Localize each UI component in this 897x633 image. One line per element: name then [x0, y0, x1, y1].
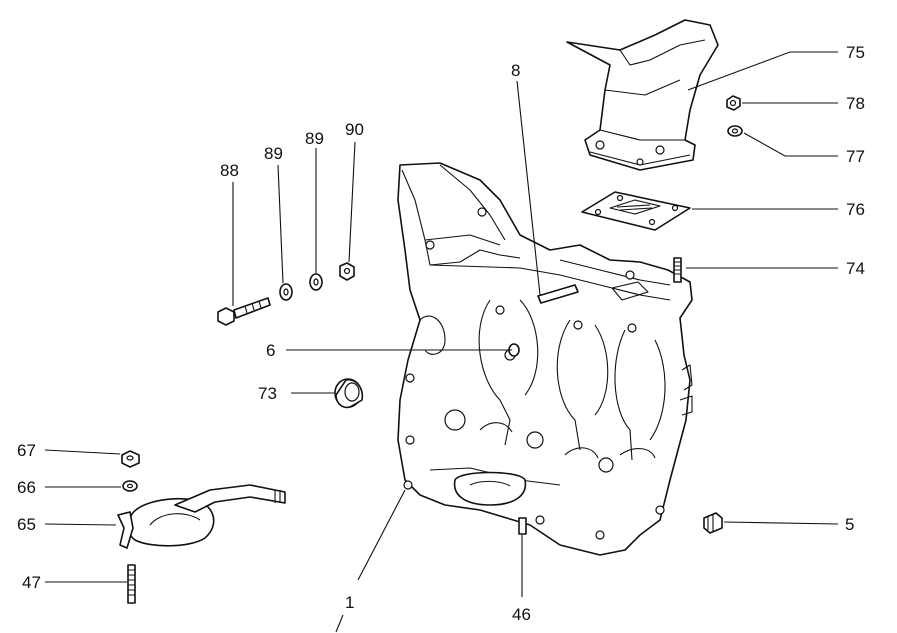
plug-5-part	[703, 512, 723, 534]
nut-90-part	[339, 262, 355, 281]
callout-47: 47	[22, 573, 41, 592]
nut-67-part	[121, 450, 140, 468]
callout-89b: 89	[305, 129, 324, 148]
callout-75: 75	[846, 43, 865, 62]
stud-47-part	[127, 564, 136, 604]
washer-66-part	[122, 480, 138, 492]
callout-73: 73	[258, 384, 277, 403]
oil-pickup-inner	[453, 471, 527, 506]
seal-73-part	[334, 378, 364, 409]
callout-66: 66	[17, 478, 36, 497]
callout-6: 6	[266, 341, 275, 360]
washer-89b-part	[309, 273, 323, 291]
stud-46-part	[518, 517, 527, 535]
washer-77-part	[727, 125, 743, 137]
callout-5: 5	[845, 515, 854, 534]
stud-74-part	[673, 257, 682, 283]
breather-housing	[566, 19, 719, 171]
callout-labels: 88 89 89 90 8 75 78 77 76 74 6 73 67 66 …	[17, 43, 865, 624]
callout-90: 90	[345, 120, 364, 139]
callout-74: 74	[846, 259, 865, 278]
callout-67: 67	[17, 441, 36, 460]
callout-1: 1	[345, 593, 354, 612]
strainer-65-part	[117, 484, 286, 549]
callout-65: 65	[17, 515, 36, 534]
callout-78: 78	[846, 94, 865, 113]
callout-77: 77	[846, 147, 865, 166]
gasket-76-part	[581, 191, 691, 231]
stud-8-part	[537, 284, 579, 304]
callout-46: 46	[512, 605, 531, 624]
washer-89a-part	[279, 283, 293, 301]
crankcase-half	[397, 162, 693, 556]
leader-lines	[44, 51, 839, 633]
callout-8: 8	[511, 61, 520, 80]
callout-88: 88	[220, 161, 239, 180]
callout-89a: 89	[264, 144, 283, 163]
bolt-88-part	[217, 297, 271, 326]
callout-76: 76	[846, 200, 865, 219]
nut-78-part	[726, 95, 741, 111]
